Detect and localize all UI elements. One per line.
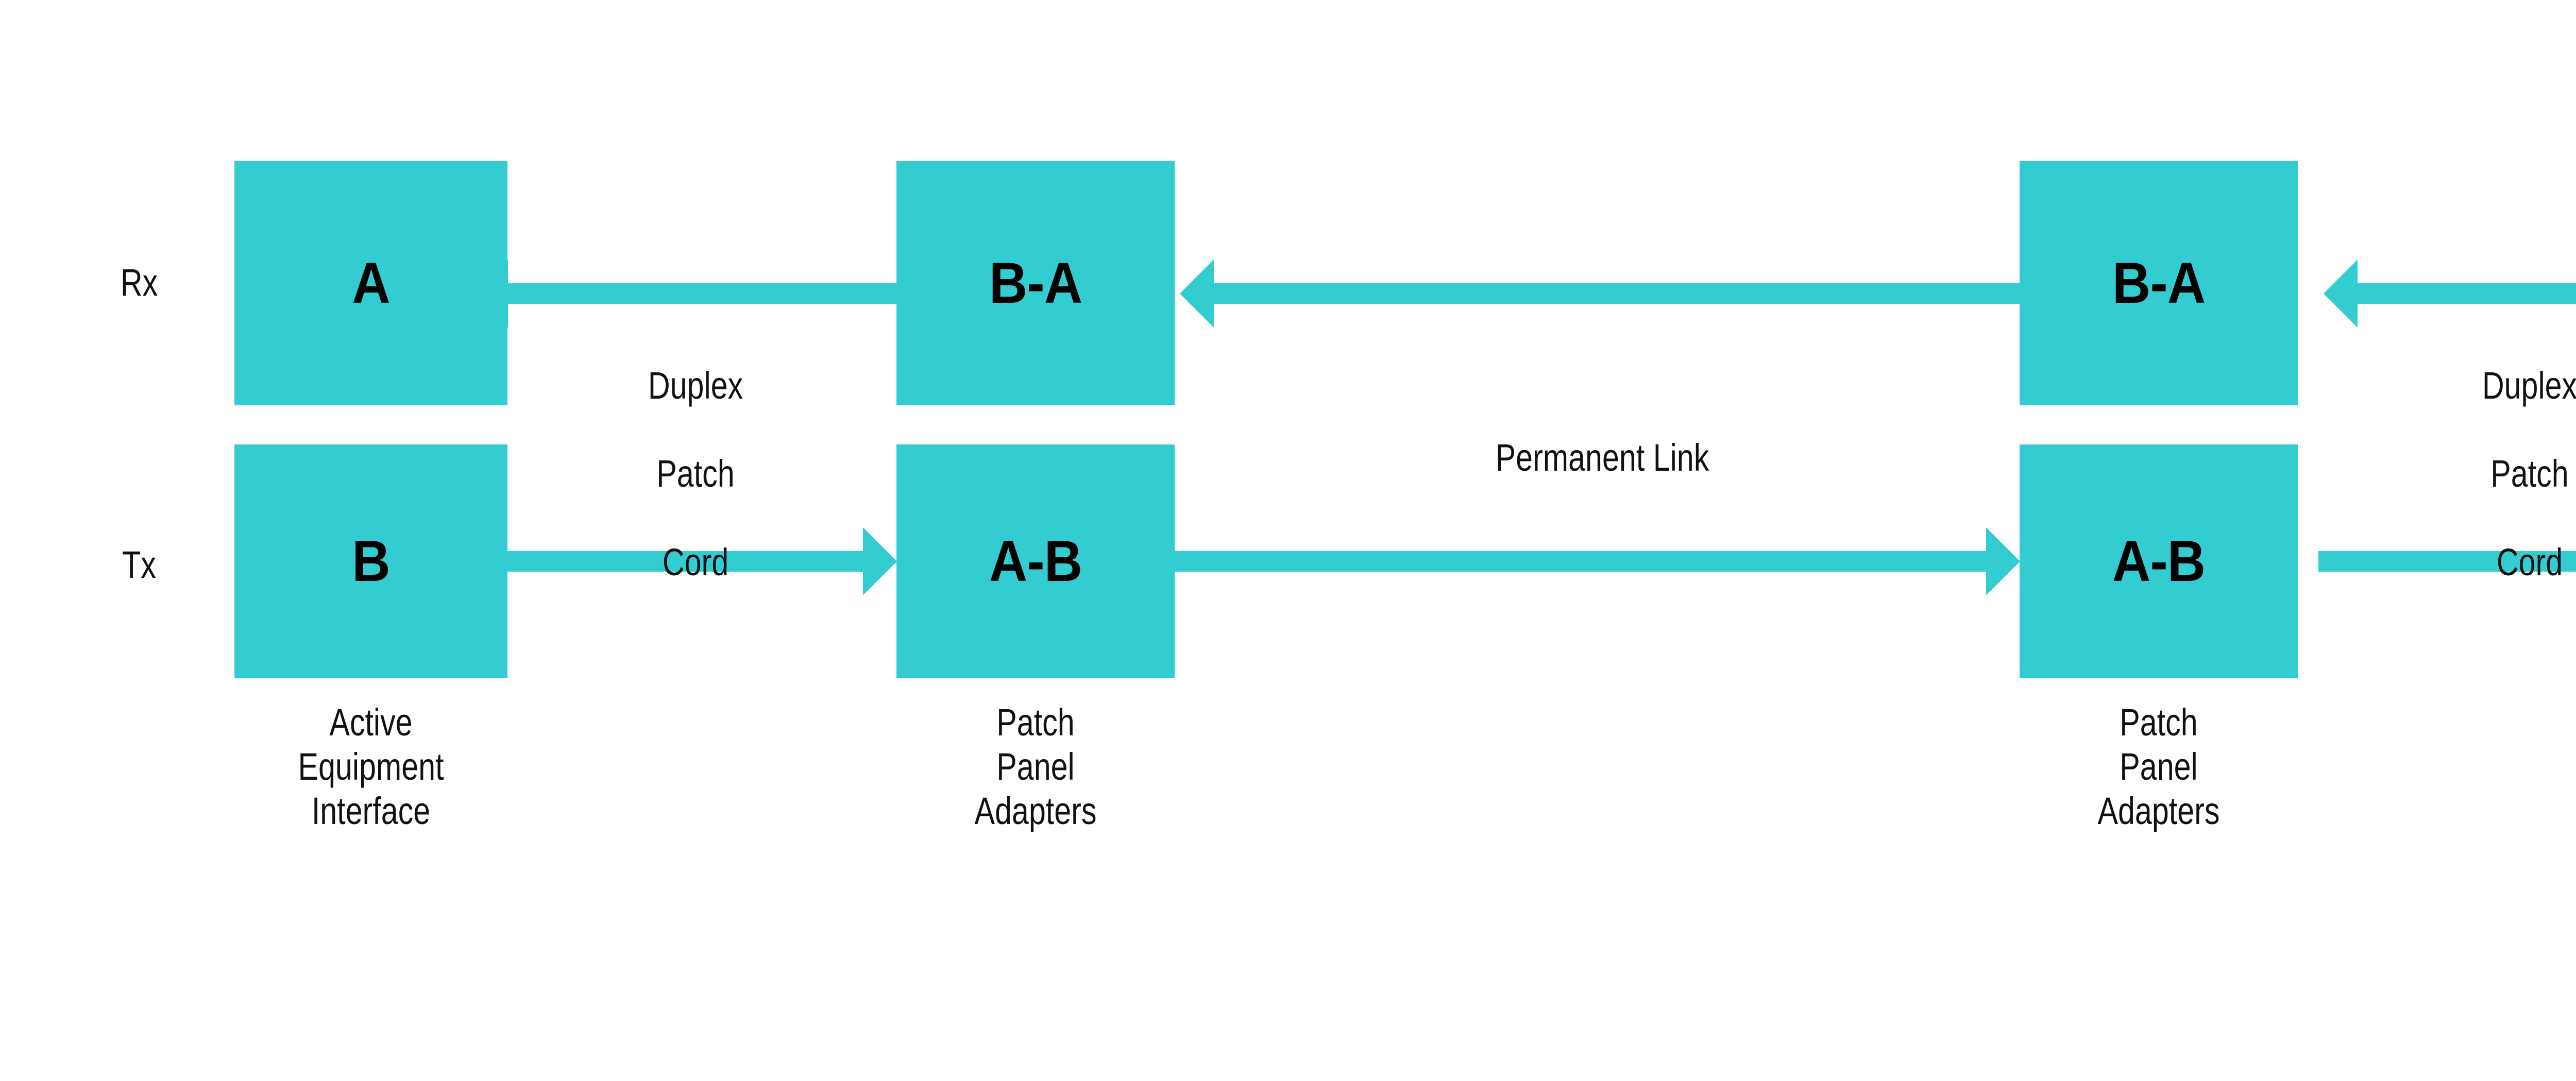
arrowhead-right-icon <box>1986 527 2020 595</box>
arrow-shaft <box>503 283 931 304</box>
arrow-shaft <box>507 551 863 572</box>
arrow-shaft <box>1175 551 1986 572</box>
node-right-panel-bottom[interactable]: A-B <box>2020 444 2298 678</box>
arrow-shaft <box>2318 551 2576 572</box>
label-permanent-link: Permanent Link <box>1495 436 1709 479</box>
arrow-shaft <box>2353 283 2576 304</box>
node-left-panel-top[interactable]: B-A <box>896 161 1175 405</box>
node-left-panel-bottom[interactable]: A-B <box>896 444 1175 678</box>
label-right-duplex-patch-cord: Duplex Patch Cord <box>2482 364 2576 584</box>
node-label: A <box>352 251 390 315</box>
label-left-rx: Rx <box>120 261 158 304</box>
node-label: B-A <box>2112 251 2206 315</box>
arrowhead-left-icon <box>2324 260 2358 328</box>
caption-right-patch-panel: Patch Panel Adapters <box>2097 701 2220 832</box>
arrowhead-right-icon <box>863 527 897 595</box>
label-left-tx: Tx <box>122 543 156 586</box>
label-left-duplex-patch-cord: Duplex Patch Cord <box>648 364 743 584</box>
caption-left-active-equipment: Active Equipment Interface <box>298 701 444 832</box>
arrow-shaft <box>1209 283 2023 304</box>
node-left-active-top[interactable]: A <box>234 161 507 405</box>
node-right-panel-top[interactable]: B-A <box>2020 161 2298 405</box>
node-left-active-bottom[interactable]: B <box>234 444 507 678</box>
node-label: A-B <box>989 529 1082 593</box>
arrowhead-left-icon <box>1180 260 1214 328</box>
node-label: A-B <box>2112 529 2206 593</box>
node-label: B <box>352 529 390 593</box>
caption-left-patch-panel: Patch Panel Adapters <box>974 701 1097 832</box>
node-label: B-A <box>989 251 1082 315</box>
